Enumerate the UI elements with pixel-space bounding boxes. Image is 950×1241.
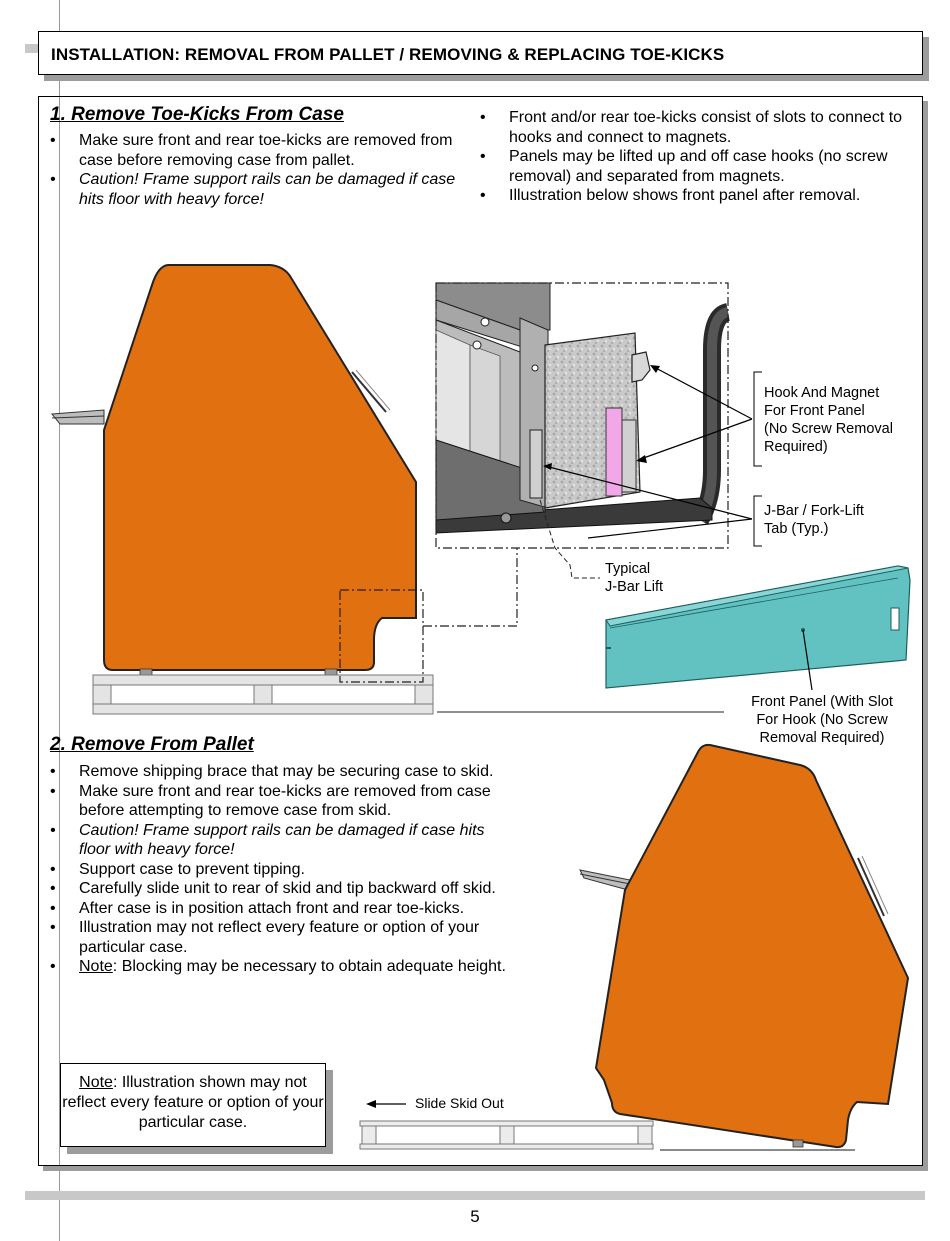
note-box: Note: Illustration shown may not reflect… — [60, 1063, 326, 1147]
section-1-left-list: Make sure front and rear toe-kicks are r… — [50, 131, 462, 209]
header-box: INSTALLATION: REMOVAL FROM PALLET / REMO… — [38, 31, 923, 75]
slide-skid-label: Slide Skid Out — [415, 1095, 504, 1111]
page-number: 5 — [470, 1207, 480, 1226]
note-label: Note — [79, 958, 113, 975]
note-box-label: Note — [79, 1074, 113, 1091]
list-item: Note: Blocking may be necessary to obtai… — [50, 957, 520, 977]
footer-bar — [25, 1191, 925, 1200]
case-body — [103, 264, 417, 671]
section-1-title: 1. Remove Toe-Kicks From Case — [50, 104, 344, 125]
list-item: Panels may be lifted up and off case hoo… — [480, 147, 910, 186]
jbar-tab-callout: J-Bar / Fork-Lift Tab (Typ.) — [764, 503, 864, 537]
list-item: Carefully slide unit to rear of skid and… — [50, 879, 520, 899]
tilted-case-body — [594, 743, 910, 1149]
list-item: Caution! Frame support rails can be dama… — [50, 170, 462, 209]
list-item: Make sure front and rear toe-kicks are r… — [50, 782, 520, 821]
hook — [631, 351, 651, 383]
page-title: INSTALLATION: REMOVAL FROM PALLET / REMO… — [51, 45, 725, 64]
note-box-text: : Illustration shown may not reflect eve… — [62, 1074, 324, 1131]
page-margin-line — [59, 0, 60, 1241]
section-2-list: Remove shipping brace that may be securi… — [50, 762, 520, 977]
list-item: Make sure front and rear toe-kicks are r… — [50, 131, 462, 170]
main-content-box — [38, 96, 923, 1166]
front-panel-illustration — [605, 565, 911, 691]
list-item: Support case to prevent tipping. — [50, 860, 520, 880]
header-bar-accent — [25, 44, 39, 53]
hook-magnet-callout: Hook And Magnet For Front Panel (No Scre… — [764, 385, 893, 455]
list-item: Illustration may not reflect every featu… — [50, 918, 520, 957]
list-item: Front and/or rear toe-kicks consist of s… — [480, 108, 910, 147]
detail-view-illustration — [435, 282, 762, 579]
list-item: After case is in position attach front a… — [50, 899, 520, 919]
pallet — [92, 674, 434, 715]
skid — [359, 1120, 654, 1150]
case-on-pallet-illustration — [51, 264, 724, 715]
list-item: Remove shipping brace that may be securi… — [50, 762, 520, 782]
section-1-right-list: Front and/or rear toe-kicks consist of s… — [480, 108, 910, 206]
list-item: Illustration below shows front panel aft… — [480, 186, 910, 206]
tilted-case-illustration — [359, 743, 910, 1151]
front-panel-callout: Front Panel (With Slot For Hook (No Scre… — [751, 694, 893, 746]
j-bar-tab — [529, 429, 543, 499]
list-item: Caution! Frame support rails can be dama… — [50, 821, 520, 860]
section-2-title: 2. Remove From Pallet — [50, 734, 254, 755]
typical-jbar-callout: Typical J-Bar Lift — [605, 561, 664, 595]
